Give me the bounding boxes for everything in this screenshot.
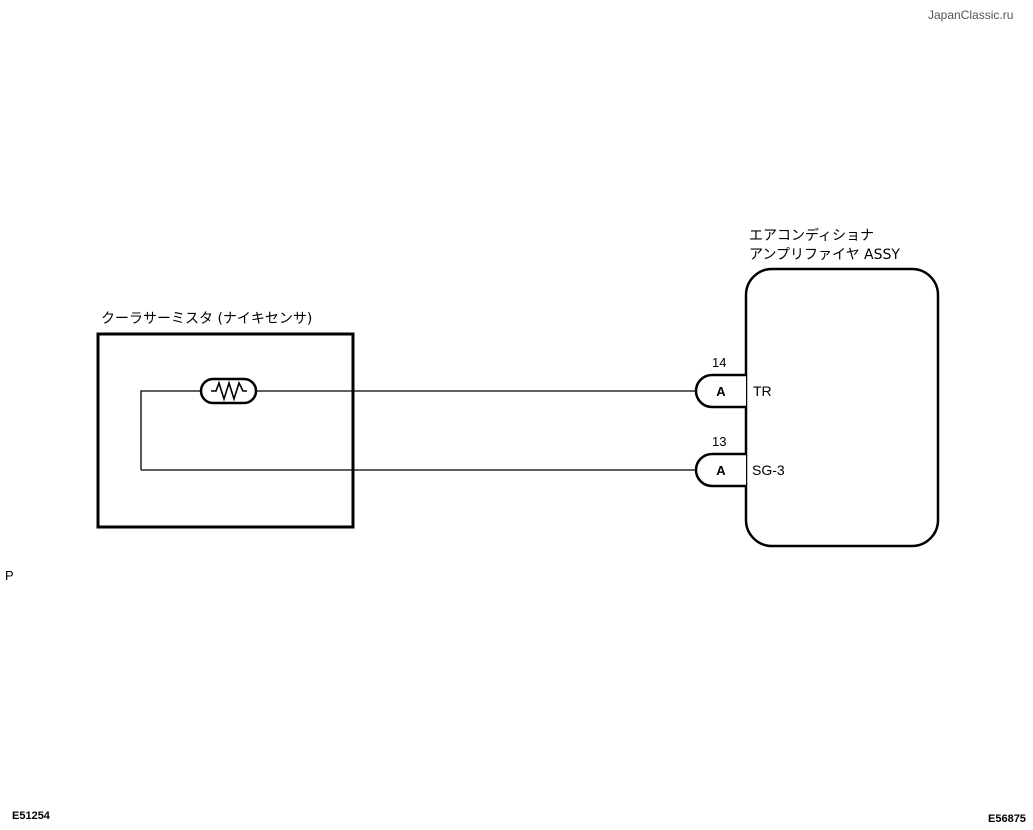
connector-a-pin14: A [694,373,746,409]
connector-a-label-13: A [716,463,726,478]
connector-a-label-14: A [716,384,726,399]
thermistor-icon [199,377,258,405]
pin-number-14: 14 [712,355,727,370]
pin-number-13: 13 [712,434,727,449]
side-label: P [5,568,14,583]
terminal-tr: TR [753,383,772,399]
connector-a-pin13: A [694,452,746,488]
terminal-sg3: SG-3 [752,462,785,478]
figure-code-left: E51254 [12,810,50,822]
figure-code-right: E56875 [988,813,1026,825]
sensor-title: クーラサーミスタ (ナイキセンサ) [101,311,313,327]
sensor-box [96,332,355,529]
amplifier-title-line2: アンプリファイヤ ASSY [749,247,900,263]
watermark: JapanClassic.ru [928,8,1014,22]
wires [140,390,697,471]
wire-loop [140,390,201,470]
amplifier-box [744,267,940,548]
amplifier-title-line1: エアコンディショナ [749,228,875,244]
